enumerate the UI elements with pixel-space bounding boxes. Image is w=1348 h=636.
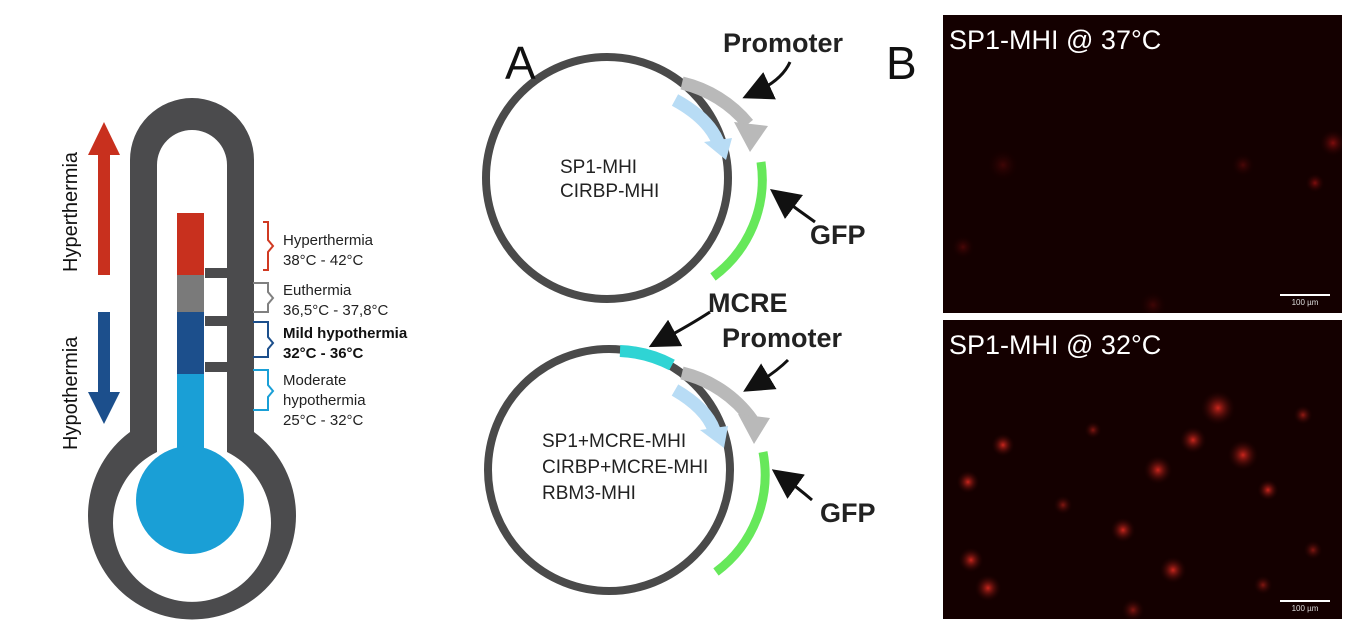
top-gfp-label: GFP [810,220,866,250]
plasmid-backbone [482,53,732,303]
range-name: Mild hypothermia [283,325,408,342]
range-name-cont: hypothermia [283,392,366,409]
arrow-up-icon [88,122,120,275]
tick-mark [205,362,229,372]
range-mild-hypothermia: Mild hypothermia 32°C - 36°C [283,324,407,364]
promoter-pointer-arrow [742,61,792,100]
range-value: 32°C - 36°C [283,345,364,362]
bracket-mild-hypothermia [253,321,275,358]
scale-bar-line [1280,600,1330,602]
tick-mark [205,316,229,326]
plasmid-panel: A Promoter GFP SP1-MHI CIRBP-MHI MCRE Pr… [470,0,940,636]
microscopy-image-37c: SP1-MHI @ 37°C 100 µm [943,15,1342,313]
hypothermia-arrow-label: Hypothermia [60,336,82,450]
scale-bar-label: 100 µm [1291,298,1319,307]
flow-arrow-icon [671,384,721,433]
promoter-segment [680,366,758,424]
top-construct-2: CIRBP-MHI [560,181,660,202]
bottom-gfp-label: GFP [820,498,876,528]
mild-hypothermia-segment [177,312,204,374]
thermometer-graphic [88,98,296,620]
range-name: Moderate [283,372,347,389]
top-plasmid [482,53,816,303]
hyperthermia-arrow-label: Hyperthermia [60,151,82,272]
thermometer-bulb [136,446,244,554]
promoter-arrowhead [734,122,768,152]
bottom-mcre-label: MCRE [708,288,788,318]
euthermia-segment [177,275,204,312]
range-name: Hyperthermia [283,232,374,249]
promoter-pointer-arrow [743,358,790,392]
range-value: 36,5°C - 37,8°C [283,302,389,319]
mcre-pointer-arrow [648,310,711,348]
microscopy-image-32c: SP1-MHI @ 32°C 100 µm [943,320,1342,619]
mcre-segment [619,345,675,371]
top-promoter-label: Promoter [723,28,844,58]
promoter-segment [680,76,754,129]
promoter-arrowhead [738,414,770,444]
scale-bar-label: 100 µm [1291,604,1319,613]
arrow-down-icon [88,312,120,424]
tick-mark [205,268,229,278]
flow-arrowhead [704,138,732,160]
panel-letter-b: B [886,37,917,89]
bottom-promoter-label: Promoter [722,323,843,353]
flow-arrowhead [700,426,728,448]
flow-arrow-icon [671,94,724,145]
bottom-construct-2: CIRBP+MCRE-MHI [542,457,709,478]
gfp-segment [713,451,770,576]
hyperthermia-segment [177,213,204,275]
scale-bar: 100 µm [1280,294,1330,307]
bottom-plasmid [484,310,813,595]
fluorescence-signal [951,129,1342,313]
range-hyperthermia: Hyperthermia 38°C - 42°C [283,231,373,271]
image-title: SP1-MHI @ 37°C [949,25,1162,55]
range-value: 38°C - 42°C [283,252,364,269]
plasmid-backbone [484,345,734,595]
plasmid-graphic [482,53,816,595]
bracket-moderate-hypothermia [253,369,275,411]
bracket-hyperthermia [263,221,275,271]
bottom-construct-1: SP1+MCRE-MHI [542,431,687,452]
panel-letter-a: A [505,37,536,89]
range-name: Euthermia [283,282,352,299]
gfp-pointer-arrow [769,189,816,224]
range-value: 25°C - 32°C [283,412,364,429]
top-construct-1: SP1-MHI [560,157,638,178]
scale-bar: 100 µm [1280,600,1330,613]
bottom-construct-3: RBM3-MHI [542,483,636,504]
bracket-euthermia [253,282,275,313]
fluorescence-signal [956,390,1323,619]
image-title: SP1-MHI @ 32°C [949,330,1162,360]
gfp-pointer-arrow [771,469,813,502]
gfp-segment [710,161,767,281]
range-moderate-hypothermia: Moderate hypothermia 25°C - 32°C [283,371,366,431]
scale-bar-line [1280,294,1330,296]
range-euthermia: Euthermia 36,5°C - 37,8°C [283,281,388,321]
thermometer-panel: Hyperthermia Hypothermia Hyperthermia 38… [0,0,470,636]
